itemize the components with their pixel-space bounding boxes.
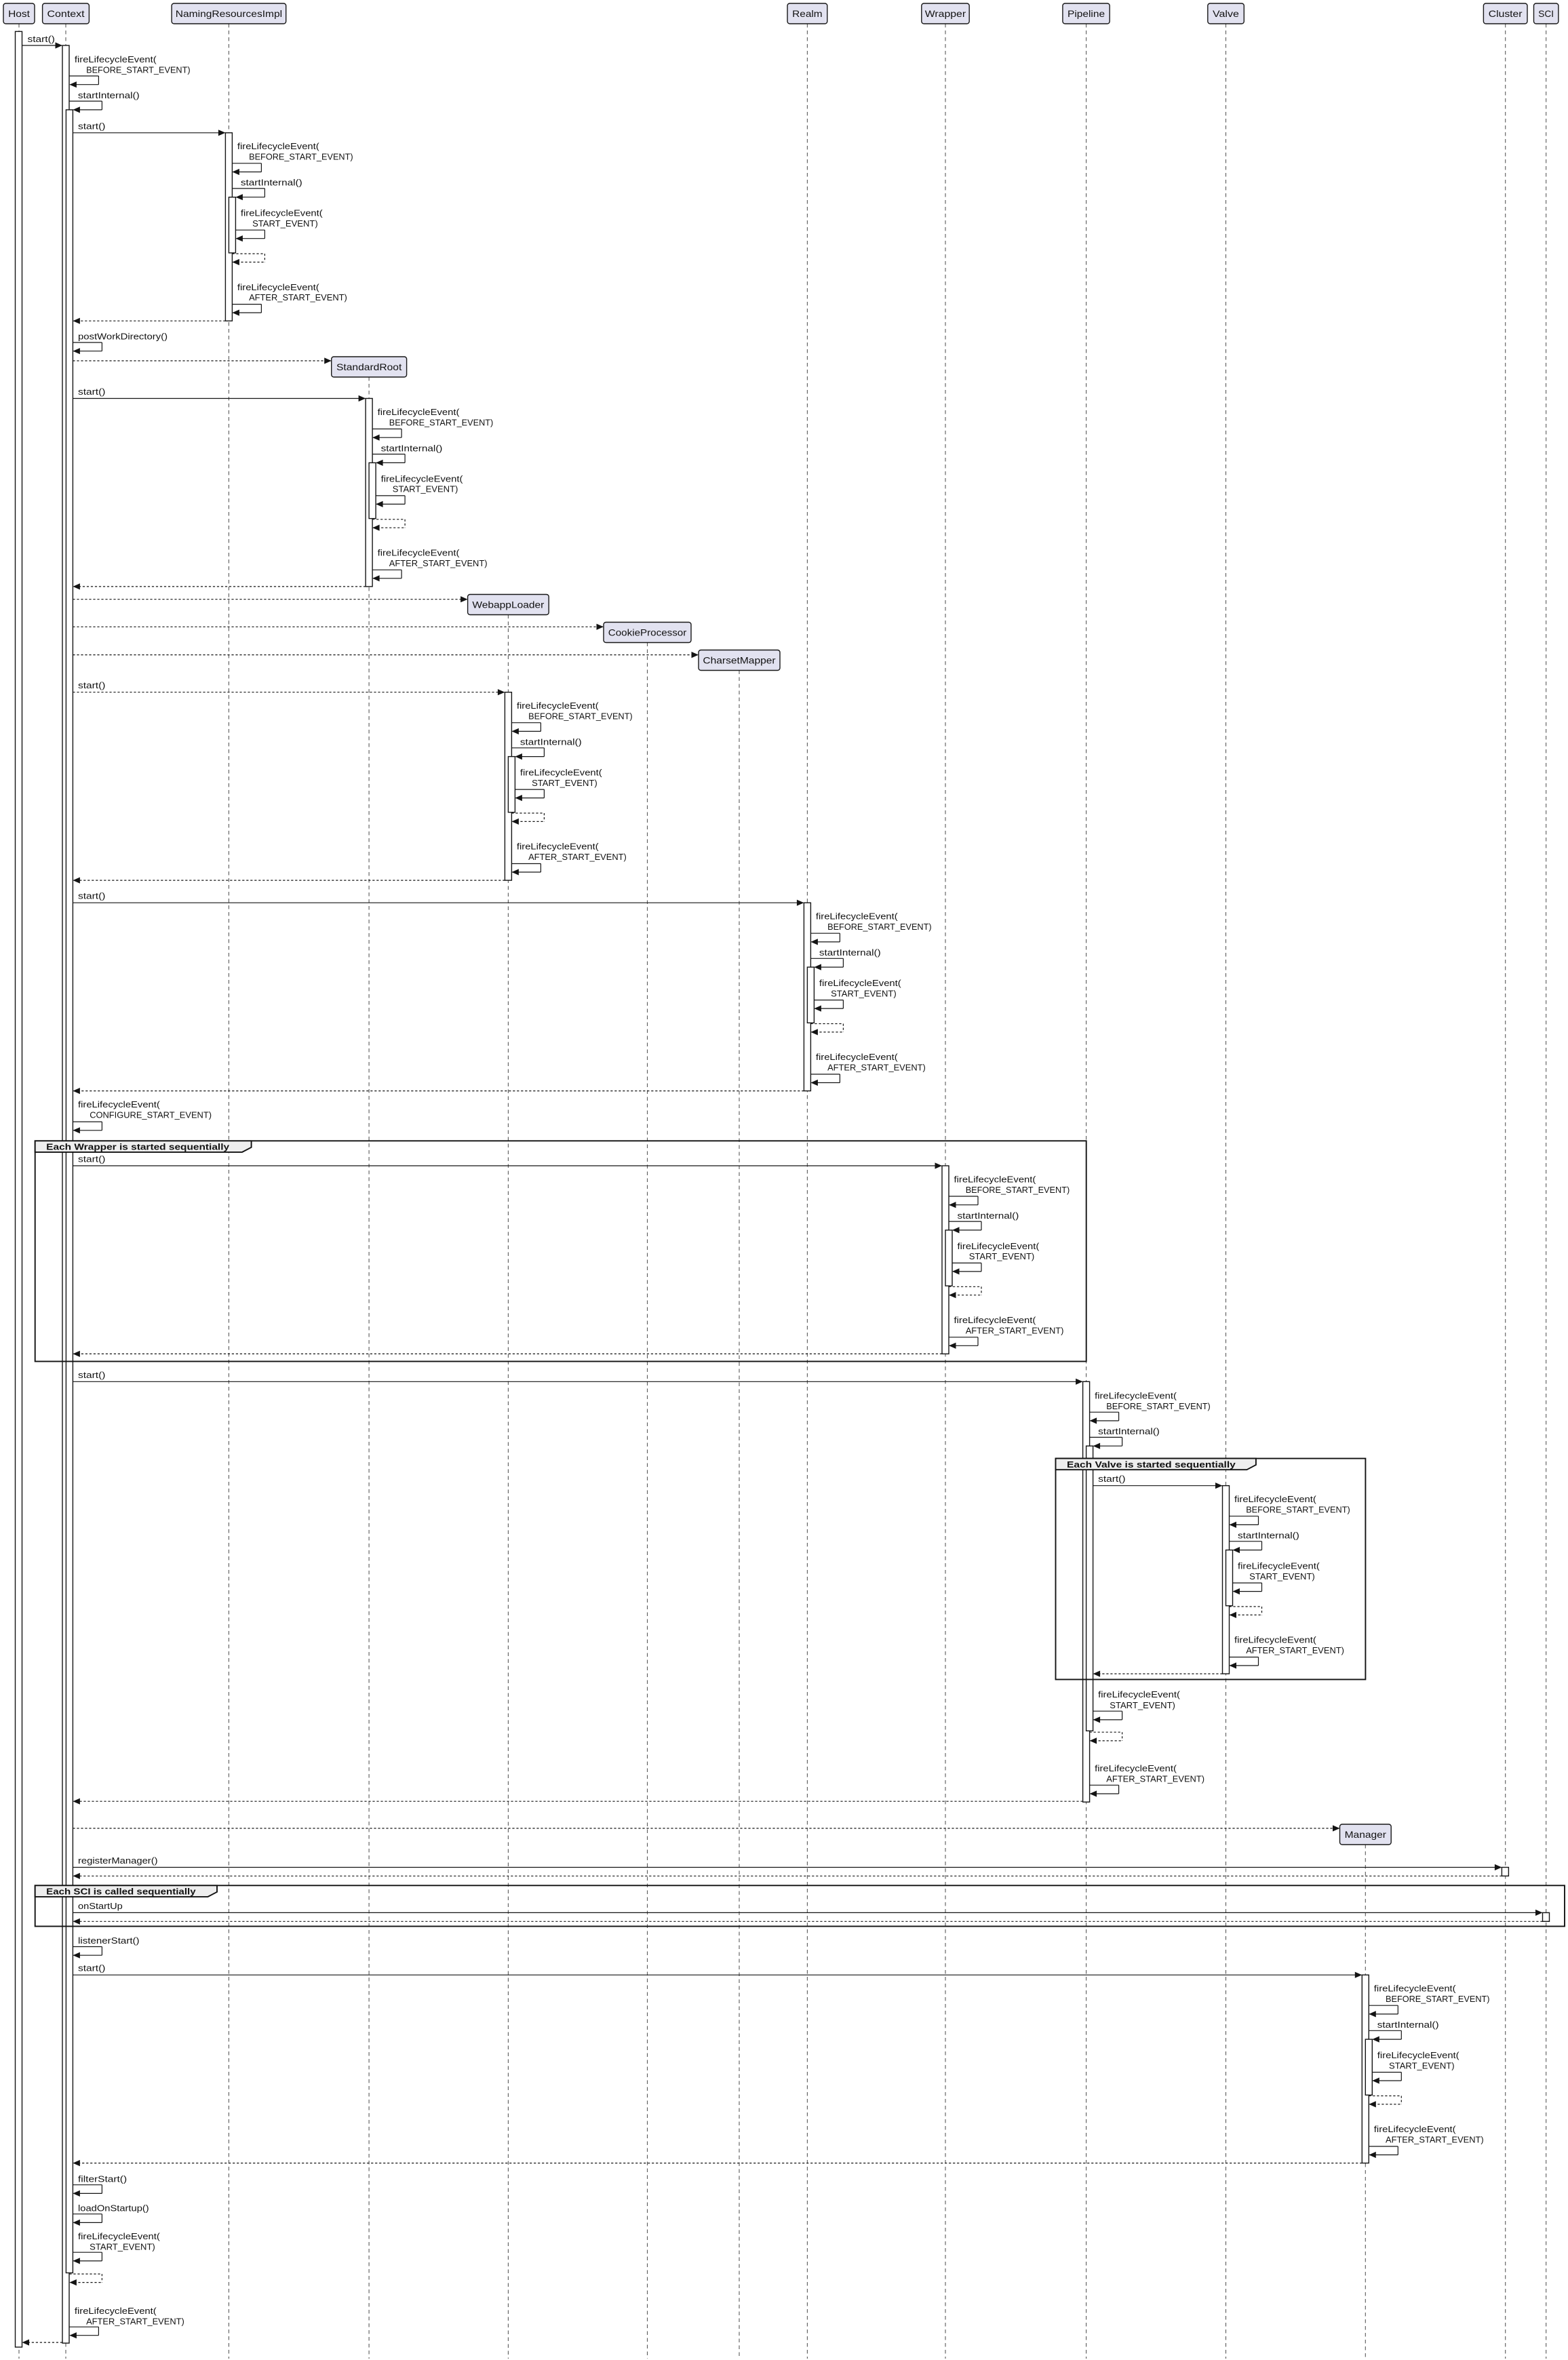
- svg-text:fireLifecycleEvent(: fireLifecycleEvent(: [1095, 1390, 1177, 1400]
- svg-text:fireLifecycleEvent(: fireLifecycleEvent(: [954, 1315, 1037, 1325]
- svg-text:AFTER_START_EVENT): AFTER_START_EVENT): [966, 1325, 1064, 1335]
- svg-text:fireLifecycleEvent(: fireLifecycleEvent(: [816, 1052, 899, 1062]
- svg-text:startInternal(): startInternal(): [381, 443, 443, 453]
- svg-text:postWorkDirectory(): postWorkDirectory(): [78, 332, 168, 342]
- svg-text:startInternal(): startInternal(): [1238, 1531, 1299, 1541]
- svg-text:START_EVENT): START_EVENT): [1389, 2060, 1455, 2070]
- svg-text:AFTER_START_EVENT): AFTER_START_EVENT): [389, 558, 488, 568]
- svg-text:Each Valve is started sequenti: Each Valve is started sequentially: [1067, 1459, 1236, 1470]
- svg-text:start(): start(): [78, 1370, 105, 1380]
- svg-text:BEFORE_START_EVENT): BEFORE_START_EVENT): [86, 65, 191, 75]
- svg-text:StandardRoot: StandardRoot: [336, 361, 401, 372]
- svg-text:start(): start(): [78, 891, 105, 901]
- svg-text:Wrapper: Wrapper: [925, 8, 966, 19]
- svg-text:start(): start(): [78, 1963, 105, 1973]
- svg-text:fireLifecycleEvent(: fireLifecycleEvent(: [520, 768, 603, 778]
- svg-text:fireLifecycleEvent(: fireLifecycleEvent(: [237, 141, 320, 151]
- svg-text:Cluster: Cluster: [1489, 8, 1523, 19]
- svg-text:WebappLoader: WebappLoader: [472, 599, 544, 610]
- svg-text:fireLifecycleEvent(: fireLifecycleEvent(: [1374, 1984, 1457, 1994]
- svg-text:fireLifecycleEvent(: fireLifecycleEvent(: [237, 282, 320, 292]
- svg-text:Context: Context: [47, 8, 85, 19]
- svg-text:fireLifecycleEvent(: fireLifecycleEvent(: [381, 473, 464, 484]
- svg-text:AFTER_START_EVENT): AFTER_START_EVENT): [827, 1063, 926, 1073]
- svg-text:fireLifecycleEvent(: fireLifecycleEvent(: [78, 2231, 161, 2241]
- svg-text:fireLifecycleEvent(: fireLifecycleEvent(: [75, 54, 157, 64]
- svg-text:START_EVENT): START_EVENT): [90, 2242, 155, 2252]
- svg-text:startInternal(): startInternal(): [819, 947, 881, 958]
- svg-text:Pipeline: Pipeline: [1067, 8, 1105, 19]
- svg-text:fireLifecycleEvent(: fireLifecycleEvent(: [1098, 1689, 1181, 1699]
- svg-text:START_EVENT): START_EVENT): [1110, 1700, 1175, 1710]
- svg-text:BEFORE_START_EVENT): BEFORE_START_EVENT): [249, 152, 353, 162]
- svg-text:BEFORE_START_EVENT): BEFORE_START_EVENT): [389, 417, 494, 427]
- svg-text:Each Wrapper is started sequen: Each Wrapper is started sequentially: [46, 1142, 230, 1152]
- svg-text:fireLifecycleEvent(: fireLifecycleEvent(: [1095, 1763, 1177, 1773]
- svg-text:START_EVENT): START_EVENT): [252, 218, 318, 229]
- svg-text:START_EVENT): START_EVENT): [532, 778, 597, 788]
- svg-text:fireLifecycleEvent(: fireLifecycleEvent(: [958, 1241, 1040, 1251]
- svg-text:fireLifecycleEvent(: fireLifecycleEvent(: [819, 978, 902, 988]
- svg-text:START_EVENT): START_EVENT): [831, 988, 897, 998]
- svg-text:START_EVENT): START_EVENT): [1249, 1571, 1315, 1581]
- svg-text:AFTER_START_EVENT): AFTER_START_EVENT): [86, 2317, 184, 2327]
- svg-text:listenerStart(): listenerStart(): [78, 1935, 140, 1946]
- svg-text:fireLifecycleEvent(: fireLifecycleEvent(: [517, 701, 600, 711]
- svg-text:BEFORE_START_EVENT): BEFORE_START_EVENT): [827, 922, 932, 932]
- svg-text:fireLifecycleEvent(: fireLifecycleEvent(: [78, 1099, 161, 1109]
- svg-text:AFTER_START_EVENT): AFTER_START_EVENT): [528, 852, 627, 862]
- svg-text:SCI: SCI: [1538, 8, 1554, 19]
- svg-text:start(): start(): [1098, 1474, 1125, 1484]
- svg-text:START_EVENT): START_EVENT): [393, 484, 458, 494]
- svg-text:registerManager(): registerManager(): [78, 1855, 158, 1866]
- svg-text:BEFORE_START_EVENT): BEFORE_START_EVENT): [966, 1185, 1070, 1195]
- svg-text:startInternal(): startInternal(): [78, 90, 140, 100]
- svg-text:fireLifecycleEvent(: fireLifecycleEvent(: [378, 407, 460, 417]
- svg-text:fireLifecycleEvent(: fireLifecycleEvent(: [1234, 1494, 1317, 1504]
- svg-text:BEFORE_START_EVENT): BEFORE_START_EVENT): [1246, 1505, 1350, 1515]
- svg-text:AFTER_START_EVENT): AFTER_START_EVENT): [1386, 2135, 1484, 2145]
- svg-text:BEFORE_START_EVENT): BEFORE_START_EVENT): [1386, 1994, 1490, 2004]
- svg-text:CONFIGURE_START_EVENT): CONFIGURE_START_EVENT): [90, 1110, 212, 1120]
- svg-text:startInternal(): startInternal(): [1098, 1426, 1160, 1436]
- svg-text:startInternal(): startInternal(): [1377, 2020, 1439, 2030]
- svg-text:onStartUp: onStartUp: [78, 1901, 123, 1911]
- svg-text:fireLifecycleEvent(: fireLifecycleEvent(: [1377, 2050, 1460, 2060]
- svg-text:START_EVENT): START_EVENT): [969, 1251, 1035, 1261]
- svg-text:fireLifecycleEvent(: fireLifecycleEvent(: [1234, 1635, 1317, 1645]
- svg-text:fireLifecycleEvent(: fireLifecycleEvent(: [954, 1174, 1037, 1184]
- svg-text:start(): start(): [78, 680, 105, 690]
- svg-text:AFTER_START_EVENT): AFTER_START_EVENT): [249, 292, 347, 302]
- svg-text:start(): start(): [28, 34, 55, 44]
- svg-text:start(): start(): [78, 387, 105, 397]
- svg-text:startInternal(): startInternal(): [958, 1211, 1019, 1221]
- svg-text:Realm: Realm: [792, 8, 822, 19]
- svg-text:Valve: Valve: [1213, 8, 1239, 19]
- svg-text:fireLifecycleEvent(: fireLifecycleEvent(: [75, 2306, 157, 2316]
- svg-text:fireLifecycleEvent(: fireLifecycleEvent(: [1374, 2124, 1457, 2134]
- svg-text:NamingResourcesImpl: NamingResourcesImpl: [176, 8, 282, 19]
- svg-text:Host: Host: [8, 8, 30, 19]
- svg-text:Manager: Manager: [1345, 1829, 1387, 1840]
- svg-text:startInternal(): startInternal(): [520, 737, 582, 747]
- svg-text:fireLifecycleEvent(: fireLifecycleEvent(: [816, 911, 899, 922]
- svg-text:AFTER_START_EVENT): AFTER_START_EVENT): [1106, 1774, 1204, 1784]
- svg-text:BEFORE_START_EVENT): BEFORE_START_EVENT): [1106, 1401, 1211, 1411]
- svg-text:fireLifecycleEvent(: fireLifecycleEvent(: [241, 208, 324, 218]
- svg-text:Each SCI is called sequentiall: Each SCI is called sequentially: [46, 1887, 196, 1897]
- svg-text:loadOnStartup(): loadOnStartup(): [78, 2203, 149, 2213]
- svg-text:AFTER_START_EVENT): AFTER_START_EVENT): [1246, 1645, 1344, 1655]
- svg-text:filterStart(): filterStart(): [78, 2174, 127, 2184]
- svg-text:CharsetMapper: CharsetMapper: [703, 655, 776, 666]
- svg-text:startInternal(): startInternal(): [241, 178, 302, 188]
- svg-text:fireLifecycleEvent(: fireLifecycleEvent(: [378, 548, 460, 558]
- svg-text:BEFORE_START_EVENT): BEFORE_START_EVENT): [528, 711, 633, 722]
- svg-text:CookieProcessor: CookieProcessor: [608, 627, 687, 638]
- svg-text:fireLifecycleEvent(: fireLifecycleEvent(: [1238, 1561, 1320, 1571]
- svg-text:start(): start(): [78, 121, 105, 131]
- svg-text:start(): start(): [78, 1154, 105, 1164]
- svg-text:fireLifecycleEvent(: fireLifecycleEvent(: [517, 842, 600, 852]
